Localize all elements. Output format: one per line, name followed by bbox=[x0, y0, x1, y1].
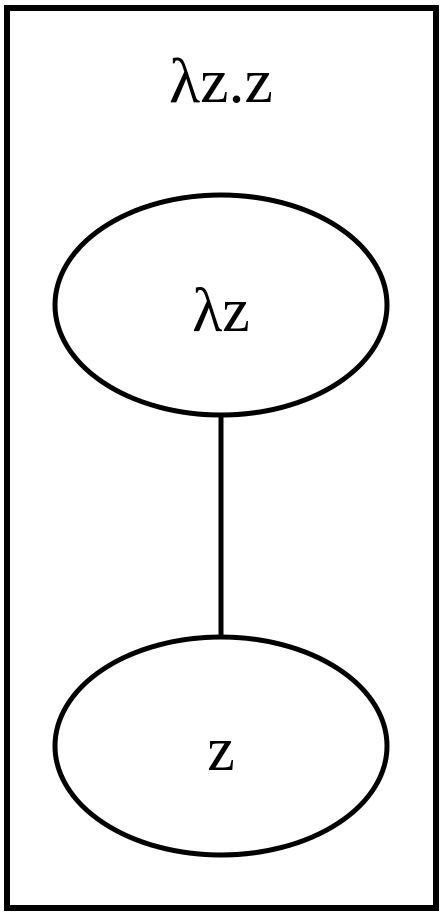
node-abstraction bbox=[52, 192, 390, 418]
node-body-label: z bbox=[207, 716, 235, 784]
node-body bbox=[52, 634, 390, 858]
diagram-title: λz.z bbox=[169, 45, 273, 116]
node-abstraction-label: λz bbox=[192, 277, 250, 345]
